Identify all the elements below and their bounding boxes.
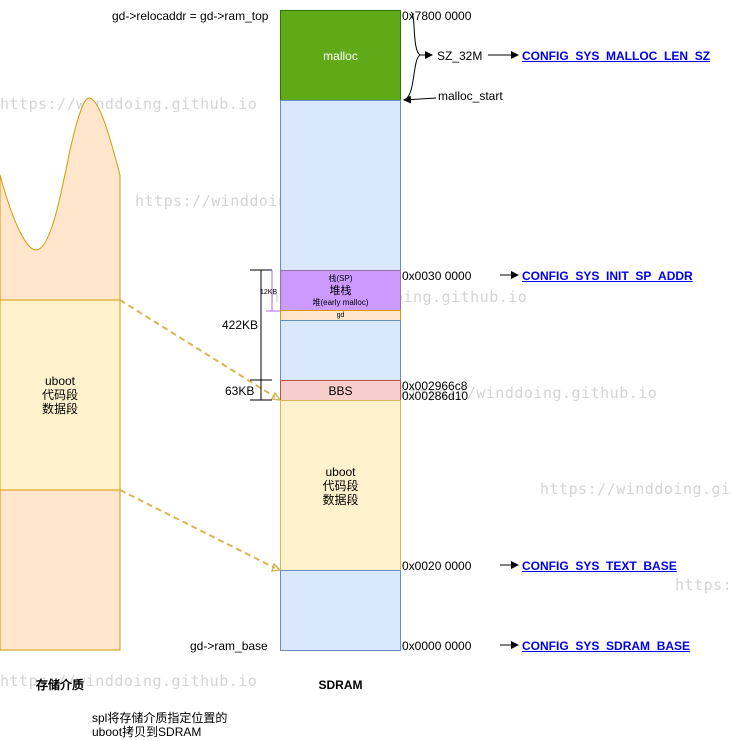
sdram-free-lower bbox=[280, 570, 401, 651]
address-top: 0x7800 0000 bbox=[402, 9, 472, 23]
storage-code-label: uboot 代码段 数据段 bbox=[41, 374, 78, 416]
address-base: 0x0000 0000 bbox=[402, 639, 472, 653]
watermark-5: https://winddoing.github.io bbox=[540, 480, 731, 498]
ram-base-label: gd->ram_base bbox=[190, 639, 268, 653]
heap-early-malloc-label: 堆(early malloc) bbox=[312, 297, 369, 307]
storage-caption: 存储介质 bbox=[35, 678, 84, 692]
storage-code-segment bbox=[0, 299, 121, 491]
copy-note: spl将存储介质指定位置的 uboot拷贝到SDRAM bbox=[92, 711, 228, 739]
sdram-stack-block: 栈(SP) 堆栈 堆(early malloc) bbox=[280, 270, 401, 311]
sdram-free-middle bbox=[280, 320, 401, 381]
copy-line-bottom bbox=[119, 489, 276, 569]
malloc-start-label: malloc_start bbox=[438, 89, 503, 103]
config-init-sp-link[interactable]: CONFIG_SYS_INIT_SP_ADDR bbox=[522, 269, 693, 283]
stack-sp-label: 栈(SP) bbox=[328, 273, 353, 283]
watermark-6: https://winddoing.github.io bbox=[675, 576, 731, 594]
config-text-base-link[interactable]: CONFIG_SYS_TEXT_BASE bbox=[522, 559, 677, 573]
watermark-1: https://winddoing.github.io bbox=[0, 95, 258, 113]
address-text: 0x0020 0000 bbox=[402, 559, 472, 573]
address-bbs-top: 0x002966c8 bbox=[402, 379, 468, 393]
sdram-malloc-block: malloc bbox=[280, 10, 401, 101]
config-malloc-len-link[interactable]: CONFIG_SYS_MALLOC_LEN_SZ bbox=[522, 49, 711, 63]
size-63kb-label: 63KB bbox=[225, 384, 255, 398]
malloc-start-arrow bbox=[403, 95, 437, 104]
address-bbs-bottom: 0x00286d10 bbox=[402, 389, 469, 403]
sdram-uboot-block: uboot 代码段 数据段 bbox=[280, 400, 401, 571]
relocaddr-label: gd->relocaddr = gd->ram_top bbox=[112, 9, 269, 23]
sdram-caption: SDRAM bbox=[318, 678, 363, 692]
watermark-7: https://winddoing.github.io bbox=[0, 672, 258, 690]
copy-line-top bbox=[119, 299, 276, 398]
malloc-size-label: SZ_32M bbox=[437, 49, 483, 63]
address-sp: 0x0030 0000 bbox=[402, 269, 472, 283]
stack-main-label: 堆栈 bbox=[329, 284, 352, 297]
config-sdram-base-link[interactable]: CONFIG_SYS_SDRAM_BASE bbox=[522, 639, 691, 653]
malloc-brace bbox=[403, 11, 421, 101]
watermark-4: https://winddoing.github.io bbox=[400, 384, 658, 402]
copy-arrow-top bbox=[270, 391, 282, 401]
size-422kb-label: 422KB bbox=[222, 318, 259, 332]
copy-arrow-bottom bbox=[270, 562, 282, 572]
size-12kb-label: 12KB bbox=[260, 289, 278, 296]
